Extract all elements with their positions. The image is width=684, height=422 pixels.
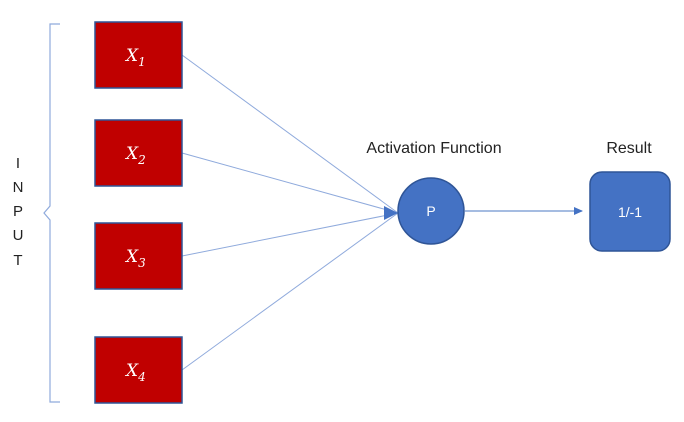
input-subscript: 2 <box>137 153 146 167</box>
svg-text:X1: X1 <box>124 46 146 69</box>
input-symbol: X <box>124 247 139 267</box>
input-side-letter: U <box>13 227 24 244</box>
activation-heading: Activation Function <box>366 140 501 157</box>
result-heading: Result <box>606 140 652 157</box>
svg-text:X3: X3 <box>124 247 146 270</box>
edge-arrowhead-icon <box>384 206 398 220</box>
edge-input-4 <box>181 212 399 371</box>
edge-input-3 <box>181 212 399 257</box>
input-side-letter: I <box>16 155 20 172</box>
svg-text:X4: X4 <box>124 361 146 384</box>
input-subscript: 3 <box>138 256 146 270</box>
activation-node-label: P <box>426 203 435 219</box>
input-side-letter: P <box>13 203 23 220</box>
input-subscript: 4 <box>137 370 146 384</box>
input-node-x3: X3 <box>94 222 183 290</box>
input-side-letter: T <box>13 252 22 269</box>
result-node: 1/-1 <box>589 171 671 252</box>
input-side-letter: N <box>13 179 24 196</box>
input-side-label: I N P U T <box>13 155 24 269</box>
result-node-label: 1/-1 <box>618 204 642 220</box>
edge-input-2 <box>181 152 399 214</box>
input-node-x1: X1 <box>94 21 183 89</box>
input-subscript: 1 <box>138 55 146 69</box>
input-symbol: X <box>124 144 139 164</box>
edge-input-1 <box>181 54 399 214</box>
svg-text:X2: X2 <box>124 144 146 167</box>
input-symbol: X <box>124 46 139 66</box>
activation-node: P <box>397 177 465 245</box>
input-node-x2: X2 <box>94 119 183 187</box>
input-node-x4: X4 <box>94 336 183 404</box>
input-brace <box>43 23 60 403</box>
input-symbol: X <box>124 361 139 381</box>
